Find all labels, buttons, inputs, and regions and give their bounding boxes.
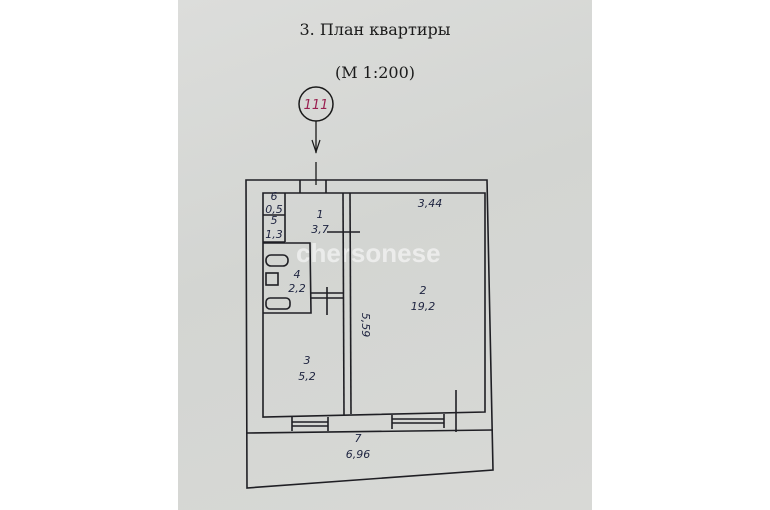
- room-4-number: 4: [294, 268, 301, 281]
- room-3-area: 5,2: [298, 370, 316, 383]
- room-5-number: 5: [271, 214, 278, 227]
- section-marker: 111: [298, 86, 334, 185]
- marker-label: 111: [304, 98, 329, 113]
- room-7-area: 6,96: [346, 448, 371, 461]
- room-5-area: 1,3: [265, 228, 283, 241]
- room-1-number: 1: [317, 208, 324, 221]
- room-2-number: 2: [420, 284, 427, 297]
- room-1-area: 3,7: [311, 223, 329, 236]
- page-title: 3. План квартиры: [299, 20, 451, 39]
- room-6-area: 0,5: [265, 203, 283, 216]
- dimension-width: 3,44: [418, 197, 443, 210]
- dimension-length: 5,59: [359, 313, 372, 338]
- room-7-number: 7: [355, 432, 362, 445]
- watermark: chersonese: [296, 238, 441, 268]
- walls: [245, 179, 494, 489]
- scale-label: (М 1:200): [334, 63, 416, 82]
- room-2-area: 19,2: [411, 300, 436, 313]
- room-6-number: 6: [271, 190, 278, 203]
- room-3-number: 3: [304, 354, 311, 367]
- room-labels: 1 3,7 2 19,2 3 5,2 4 2,2 5 1,3 6 0,5 7 6…: [265, 190, 442, 461]
- room-4-area: 2,2: [288, 282, 306, 295]
